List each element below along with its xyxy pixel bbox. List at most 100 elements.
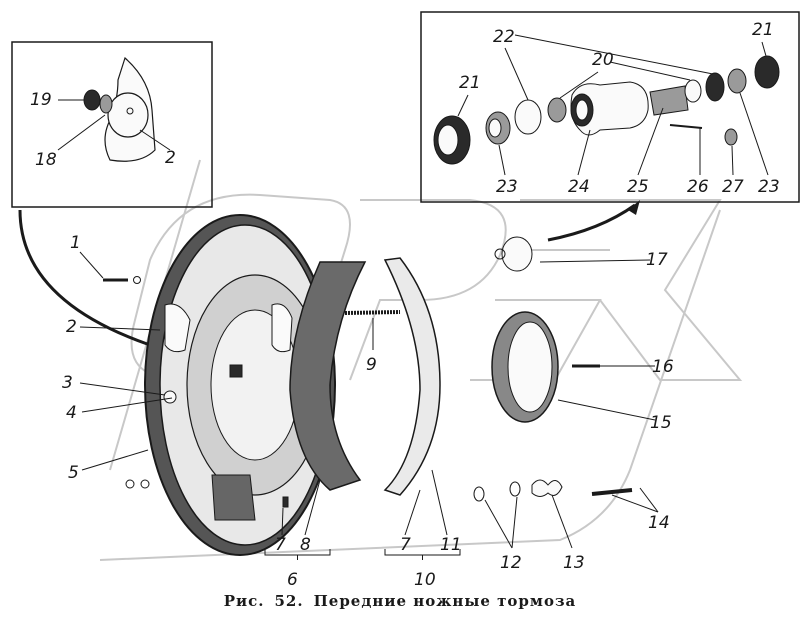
leader-line-20 xyxy=(559,71,599,99)
callout-label-3: 3 xyxy=(62,373,73,393)
callout-label-2: 2 xyxy=(66,317,77,337)
washer-12b xyxy=(509,481,521,497)
leader-line-7b xyxy=(404,489,421,536)
cylinder-connector-line xyxy=(547,203,636,242)
callout-label-11: 11 xyxy=(440,535,462,555)
callout-label-9: 9 xyxy=(366,355,377,375)
leader-line-8 xyxy=(304,479,321,536)
hub-square xyxy=(229,364,243,378)
callout-label-21b: 21 xyxy=(752,20,774,40)
washer-18 xyxy=(99,94,113,114)
brake-backing-plate xyxy=(144,214,336,556)
leader-line-5 xyxy=(81,449,149,471)
figure-caption: Рис. 52. Передние ножные тормоза xyxy=(0,592,800,610)
leader-line-3 xyxy=(79,382,166,396)
group-brackets xyxy=(264,549,461,560)
link-plate-13 xyxy=(531,479,563,497)
leader-line-2i xyxy=(139,129,171,151)
callout-label-16: 16 xyxy=(652,357,674,377)
callout-label-19: 19 xyxy=(30,90,52,110)
leader-line-12-1 xyxy=(511,496,518,549)
eccentric-left xyxy=(164,303,191,353)
rivet-7 xyxy=(282,496,289,508)
cylinder-port xyxy=(494,248,506,260)
callout-label-26: 26 xyxy=(687,177,709,197)
plate-anchor-block xyxy=(211,474,256,521)
leader-line-7a xyxy=(281,507,284,536)
group-bracket-10 xyxy=(384,549,461,560)
shoe-left-lining xyxy=(289,261,367,491)
return-spring-9 xyxy=(344,310,401,315)
leader-line-20-1 xyxy=(609,61,691,81)
callout-label-10: 10 xyxy=(414,570,436,590)
cam-hole xyxy=(126,107,134,115)
small-parts-left xyxy=(103,276,289,508)
callout-label-23b: 23 xyxy=(758,177,780,197)
callout-label-1: 1 xyxy=(70,233,81,253)
inset-frame xyxy=(420,11,800,203)
leader-line-1 xyxy=(79,251,104,279)
cup-22-left xyxy=(514,99,542,135)
inset-connector-line xyxy=(18,209,151,347)
callout-label-17: 17 xyxy=(646,250,668,270)
leader-lines xyxy=(57,34,769,549)
watermark-shape-p xyxy=(349,199,507,381)
piston-20-right xyxy=(684,79,702,103)
callout-label-23a: 23 xyxy=(496,177,518,197)
washer-12a xyxy=(473,486,485,502)
wheel-cylinder-17 xyxy=(501,236,533,272)
callout-label-22: 22 xyxy=(493,27,515,47)
leader-line-22-1 xyxy=(514,34,714,75)
callout-label-12: 12 xyxy=(500,553,522,573)
callout-label-8: 8 xyxy=(300,535,311,555)
dust-cover-21-left-inner xyxy=(437,124,459,156)
cup-22-right xyxy=(705,72,725,102)
leader-line-14 xyxy=(639,487,659,513)
inset-adjuster-detail xyxy=(11,41,213,208)
callout-label-27: 27 xyxy=(722,177,744,197)
caption-prefix: Рис. xyxy=(223,592,265,610)
leader-line-15 xyxy=(557,399,656,421)
inset-wheel-cylinder-exploded xyxy=(420,11,800,203)
eccentric-cam xyxy=(107,92,149,138)
cylinder-bore-inner xyxy=(575,99,589,121)
callout-label-13: 13 xyxy=(563,553,585,573)
callout-label-25: 25 xyxy=(627,177,649,197)
anchor-plate-3 xyxy=(163,390,177,404)
spring-25 xyxy=(649,85,689,116)
leader-line-27 xyxy=(731,145,734,176)
callout-label-7b: 7 xyxy=(400,535,411,555)
leader-line-24 xyxy=(577,129,591,176)
leader-line-21a xyxy=(457,94,469,117)
leader-line-23b xyxy=(739,92,769,176)
callout-label-2i: 2 xyxy=(165,148,176,168)
callout-label-20: 20 xyxy=(592,50,614,70)
shoe-right xyxy=(383,257,441,496)
cylinder-body-24 xyxy=(570,81,649,136)
caption-number: 52. xyxy=(274,592,304,610)
nut-19 xyxy=(83,89,101,111)
ring-23-right xyxy=(727,68,747,94)
callout-label-24: 24 xyxy=(568,177,590,197)
brake-drum-inner xyxy=(507,321,553,413)
leader-line-25 xyxy=(637,107,664,176)
leader-line-18 xyxy=(57,114,106,151)
callout-label-7a: 7 xyxy=(275,535,286,555)
bolt-1-washer xyxy=(133,276,141,284)
callout-label-15: 15 xyxy=(650,413,672,433)
washer-left xyxy=(140,479,150,489)
leader-line-14-1 xyxy=(611,494,659,513)
nut-left xyxy=(125,479,135,489)
leader-line-22 xyxy=(504,47,529,101)
callout-label-18: 18 xyxy=(35,150,57,170)
brake-shoes xyxy=(289,257,441,496)
caption-title: Передние ножные тормоза xyxy=(313,592,577,610)
ring-23-left-inner xyxy=(488,118,502,138)
inset-frame xyxy=(11,41,213,208)
leader-line-17 xyxy=(539,259,651,263)
leader-line-13 xyxy=(551,494,573,549)
leader-line-21b xyxy=(761,41,767,57)
leader-line-4 xyxy=(81,397,173,413)
